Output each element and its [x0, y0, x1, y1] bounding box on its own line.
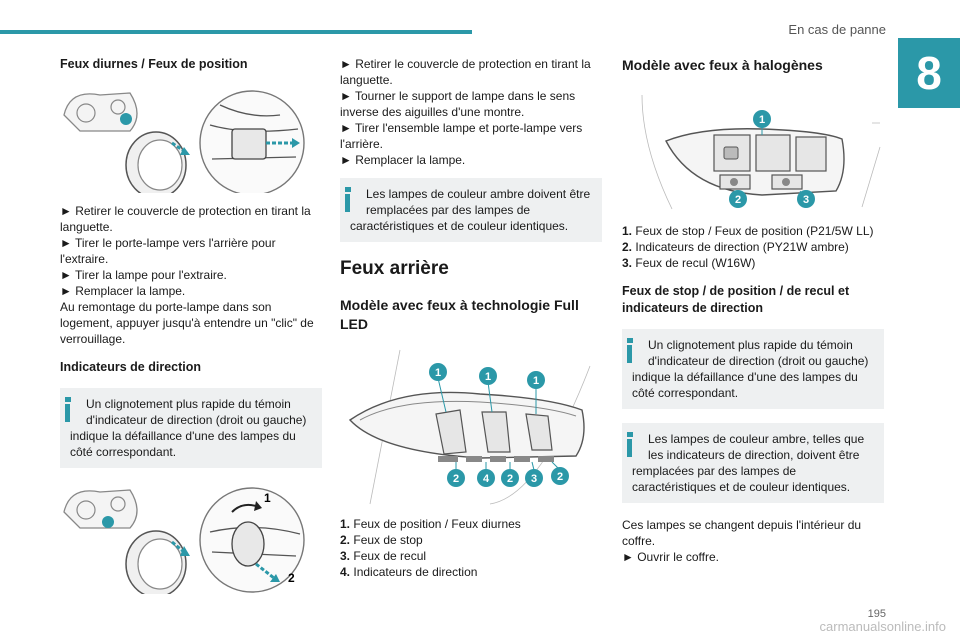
info-box: Un clignotement plus rapide du témoin d'…	[622, 328, 884, 409]
closing-text: Ces lampes se changent depuis l'intérieu…	[622, 517, 862, 548]
info-text: Les lampes de couleur ambre, telles que …	[648, 431, 865, 462]
step-text: ► Remplacer la lampe.	[340, 153, 466, 167]
callout-2: 2	[735, 194, 741, 206]
watermark: carmanualsonline.info	[819, 619, 946, 634]
step-text: ► Tirer l'ensemble lampe et porte-lampe …	[340, 121, 583, 151]
callout-2: 2	[453, 473, 459, 485]
page-number: 195	[867, 608, 886, 620]
figure-label-2: 2	[288, 571, 295, 585]
rear-lamp-led-diagram: 1 1 1 2 4 2 3 2	[348, 349, 591, 505]
callout-2: 2	[557, 471, 563, 483]
legend-item: 4. Indicateurs de direction	[340, 564, 478, 579]
info-box: Un clignotement plus rapide du témoin d'…	[60, 387, 322, 468]
step-text: ► Remplacer la lampe.	[60, 283, 186, 298]
callout-1: 1	[435, 367, 441, 379]
subtitle-halogenes: Modèle avec feux à halogènes	[622, 57, 823, 73]
callout-2: 2	[507, 473, 513, 485]
info-text: remplacées par des lampes de caractérist…	[632, 463, 851, 494]
headlamp-diagram-1	[63, 90, 305, 193]
callouts-bottom: 2 4 2 3 2	[447, 461, 569, 487]
info-text: Un clignotement plus rapide du témoin d'…	[86, 396, 307, 427]
figure-label-1: 1	[264, 491, 271, 505]
column-right: Modèle avec feux à halogènes 1 2 3 1. Fe…	[622, 56, 884, 565]
step-text: ► Retirer le couvercle de protection en …	[60, 203, 311, 234]
callout-4: 4	[483, 473, 490, 485]
info-icon	[64, 396, 72, 423]
info-text: Les lampes de couleur ambre doivent être…	[366, 187, 591, 217]
column-middle: ► Retirer le couvercle de protection en …	[340, 56, 602, 580]
info-icon	[344, 187, 352, 213]
rear-lamp-halogen-diagram: 1 2 3	[641, 94, 881, 210]
callout-1: 1	[759, 114, 765, 126]
info-text: caractéristiques et de couleur identique…	[350, 219, 569, 233]
step-text: ► Tirer la lampe pour l'extraire.	[60, 267, 227, 282]
legend-item: 2. Feux de stop	[340, 532, 423, 547]
info-text: indique la défaillance d'une des lampes …	[70, 428, 296, 459]
legend-item: 3. Feux de recul (W16W)	[622, 255, 756, 270]
step-text: ► Tourner le support de lampe dans le se…	[340, 89, 576, 119]
info-icon	[626, 431, 634, 458]
legend-item: 1. Feux de stop / Feux de position (P21/…	[622, 223, 874, 238]
info-box: Les lampes de couleur ambre, telles que …	[622, 422, 884, 503]
legend-item: 3. Feux de recul	[340, 548, 427, 563]
info-box: Les lampes de couleur ambre doivent être…	[340, 178, 602, 242]
callout-3: 3	[531, 473, 537, 485]
legend-item: 2. Indicateurs de direction (PY21W ambre…	[622, 239, 849, 254]
chapter-tab: 8	[898, 38, 960, 108]
callout-3: 3	[803, 194, 809, 206]
info-icon	[626, 337, 634, 364]
callout-1: 1	[533, 375, 539, 387]
step-text: ► Tirer le porte-lampe vers l'arrière po…	[60, 235, 276, 266]
header-accent-bar	[0, 30, 472, 34]
info-text: Un clignotement plus rapide du témoin d'…	[648, 337, 869, 368]
remount-note: Au remontage du porte-lampe dans son log…	[60, 299, 314, 346]
headlamp-diagram-2: 1 2	[63, 487, 305, 594]
section-title-feux-arriere: Feux arrière	[340, 258, 449, 279]
figure-rear-full-led: 1 1 1 2 4 2 3 2	[340, 346, 602, 506]
figure-headlamp-position	[60, 85, 322, 193]
step-text: ► Retirer le couvercle de protection en …	[340, 57, 591, 87]
step-text: ► Ouvrir le coffre.	[622, 549, 720, 564]
heading-indicateurs: Indicateurs de direction	[60, 359, 202, 374]
figure-rear-halogen: 1 2 3	[622, 87, 884, 213]
info-text: indique la défaillance d'une des lampes …	[632, 369, 858, 400]
callout-1: 1	[485, 371, 491, 383]
page-header-title: En cas de panne	[788, 22, 886, 37]
subtitle-full-led: Modèle avec feux à technologie Full LED	[340, 297, 579, 332]
callouts-top: 1 1 1	[429, 362, 545, 414]
heading-feux-stop: Feux de stop / de position / de recul et…	[622, 283, 850, 315]
figure-headlamp-indicator: 1 2	[60, 482, 322, 594]
legend-item: 1. Feux de position / Feux diurnes	[340, 516, 521, 531]
heading-feux-diurnes: Feux diurnes / Feux de position	[60, 57, 248, 71]
column-left: Feux diurnes / Feux de position ► Retire…	[60, 56, 322, 604]
